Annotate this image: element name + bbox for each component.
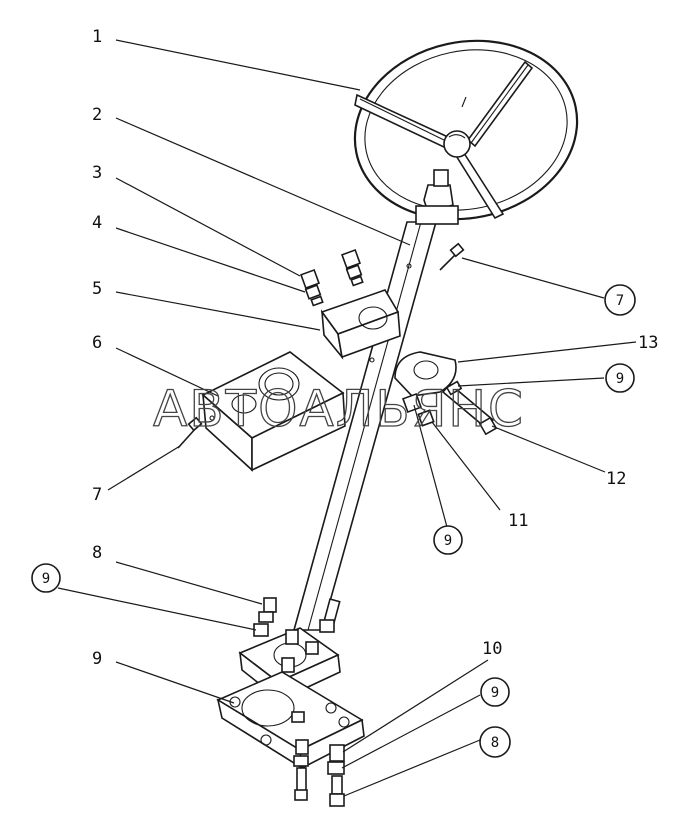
callout-13: 13 bbox=[638, 333, 658, 353]
clamp-assembly bbox=[394, 351, 498, 436]
callout-7-left: 7 bbox=[92, 485, 102, 505]
bottom-bolts bbox=[293, 739, 345, 807]
callout-1: 1 bbox=[92, 27, 102, 47]
callout-circle-9-middle: 9 bbox=[444, 533, 452, 549]
mounting-block bbox=[201, 351, 346, 472]
callout-circles bbox=[31, 284, 636, 758]
callout-circle-9-left: 9 bbox=[42, 571, 50, 587]
callout-8-left: 8 bbox=[92, 543, 102, 563]
callout-5: 5 bbox=[92, 279, 102, 299]
watermark-text: АВТОАЛЬЯНС bbox=[153, 380, 525, 438]
bracket-upper bbox=[320, 289, 401, 360]
callout-circle-8-bottom: 8 bbox=[491, 735, 499, 751]
callout-circle-9-right: 9 bbox=[616, 371, 624, 387]
callout-3: 3 bbox=[92, 163, 102, 183]
callout-6: 6 bbox=[92, 333, 102, 353]
leader-lines bbox=[57, 39, 637, 797]
callout-12: 12 bbox=[606, 469, 626, 489]
steering-wheel bbox=[353, 39, 579, 221]
callout-circle-7-right: 7 bbox=[616, 293, 624, 309]
screw-lower-left bbox=[177, 416, 203, 449]
callout-circle-9-bottom: 9 bbox=[491, 685, 499, 701]
callout-4: 4 bbox=[92, 213, 102, 233]
bolts-upper bbox=[300, 249, 364, 307]
callout-10: 10 bbox=[482, 639, 502, 659]
callout-9-left: 9 bbox=[92, 649, 102, 669]
screw-upper-right bbox=[439, 242, 465, 271]
callout-11: 11 bbox=[508, 511, 528, 531]
callout-2: 2 bbox=[92, 105, 102, 125]
